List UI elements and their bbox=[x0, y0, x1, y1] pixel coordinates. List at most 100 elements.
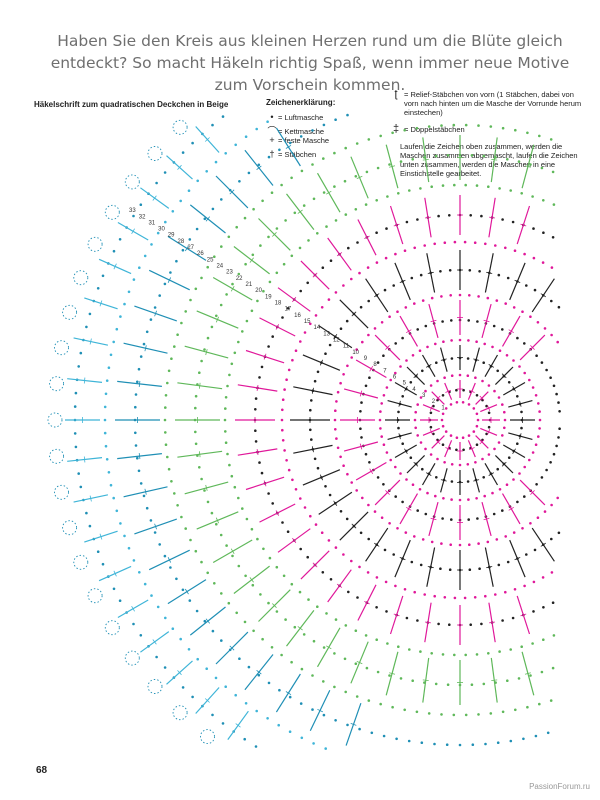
chain-dot bbox=[401, 500, 404, 504]
chain-dot bbox=[219, 533, 223, 537]
chain-dot bbox=[444, 430, 448, 433]
chain-dot bbox=[467, 434, 471, 437]
treble-bar bbox=[144, 488, 147, 495]
legend-item-chain: • = Luftmasche bbox=[266, 113, 376, 123]
chain-dot bbox=[346, 364, 349, 368]
chain-dot bbox=[307, 598, 310, 601]
treble-bar bbox=[389, 672, 396, 675]
chain-dot bbox=[359, 427, 362, 431]
treble-bar bbox=[440, 358, 447, 361]
chain-dot bbox=[551, 601, 555, 604]
chain-dot bbox=[256, 299, 259, 303]
chain-dot bbox=[333, 652, 336, 655]
chain-dot bbox=[358, 727, 361, 731]
chain-dot bbox=[112, 587, 116, 591]
chain-dot bbox=[473, 596, 477, 599]
chain-dot bbox=[230, 474, 234, 478]
chain-dot bbox=[132, 278, 136, 281]
chain-dot bbox=[335, 437, 338, 440]
chain-dot bbox=[254, 397, 258, 400]
chart-title: Häkelschrift zum quadratischen Deckchen … bbox=[34, 100, 229, 109]
chain-dot bbox=[211, 207, 215, 211]
chain-dot bbox=[237, 564, 241, 568]
chain-dot bbox=[322, 157, 325, 160]
treble-bar bbox=[199, 382, 201, 389]
chain-dot bbox=[556, 496, 559, 500]
chain-dot bbox=[557, 531, 561, 535]
chain-dot bbox=[254, 408, 257, 411]
treble-bar bbox=[405, 329, 412, 334]
chain-dot bbox=[440, 124, 443, 127]
chain-dot bbox=[258, 461, 261, 464]
chain-dot bbox=[501, 328, 504, 331]
chain-dot bbox=[468, 294, 471, 297]
chain-dot bbox=[552, 634, 556, 637]
treble-bar bbox=[405, 506, 412, 511]
round-number: 8 bbox=[373, 362, 377, 368]
chain-dot bbox=[540, 670, 544, 674]
chain-dot bbox=[441, 184, 445, 187]
chain-dot bbox=[194, 549, 198, 553]
note-explanation: Laufen die Zeichen oben zusammen, werden… bbox=[400, 142, 578, 178]
chain-dot bbox=[188, 599, 192, 602]
chain-dot bbox=[506, 158, 509, 161]
chain-dot bbox=[220, 198, 223, 201]
chain-dot bbox=[109, 353, 113, 357]
chain-dot bbox=[491, 491, 494, 495]
chain-dot bbox=[517, 160, 521, 163]
chain-dot bbox=[376, 166, 380, 170]
chain-dot bbox=[415, 126, 419, 130]
chain-dot bbox=[367, 503, 370, 507]
round-number: 16 bbox=[294, 313, 301, 319]
treble-bar bbox=[512, 385, 516, 392]
chain-dot bbox=[350, 356, 354, 359]
round-number: 6 bbox=[393, 375, 397, 381]
chain-dot bbox=[505, 354, 509, 357]
chain-dot bbox=[163, 554, 167, 558]
chain-dot bbox=[132, 559, 136, 562]
chain-dot bbox=[241, 507, 244, 510]
chain-dot bbox=[250, 309, 254, 313]
treble-icon: † bbox=[269, 149, 275, 159]
chain-dot bbox=[270, 646, 274, 649]
treble-bar bbox=[393, 613, 400, 617]
chain-dot bbox=[139, 482, 143, 485]
chain-dot bbox=[416, 434, 420, 437]
chain-dot bbox=[286, 530, 290, 533]
chain-dot bbox=[485, 404, 488, 408]
chain-dot bbox=[411, 354, 415, 357]
chain-dot bbox=[267, 492, 270, 495]
chain-dot bbox=[455, 388, 458, 392]
border-scallop bbox=[73, 270, 89, 286]
chain-dot bbox=[342, 373, 345, 376]
chain-dot bbox=[550, 571, 554, 574]
chain-dot bbox=[489, 712, 493, 715]
chain-dot bbox=[458, 338, 462, 342]
chain-dot bbox=[391, 705, 394, 709]
treble-bar bbox=[154, 523, 157, 530]
chain-dot bbox=[550, 537, 553, 541]
chain-dot bbox=[250, 527, 254, 531]
treble-bar bbox=[524, 672, 531, 675]
chain-dot bbox=[394, 371, 397, 375]
chain-dot bbox=[200, 560, 203, 564]
chain-dot bbox=[189, 538, 192, 542]
treble-bar bbox=[230, 285, 235, 292]
chain-dot bbox=[334, 546, 338, 549]
chain-dot bbox=[104, 444, 108, 448]
chain-dot bbox=[485, 432, 488, 436]
chain-dot bbox=[316, 605, 319, 608]
chain-dot bbox=[512, 531, 516, 534]
treble-bar bbox=[364, 600, 370, 605]
chain-dot bbox=[164, 431, 167, 434]
chain-dot bbox=[535, 354, 538, 357]
chain-dot bbox=[471, 743, 475, 746]
chain-dot bbox=[433, 742, 436, 746]
treble-bar bbox=[389, 165, 396, 168]
chain-dot bbox=[380, 321, 384, 324]
chain-dot bbox=[354, 629, 358, 632]
treble-bar bbox=[519, 433, 522, 440]
chain-dot bbox=[311, 129, 314, 132]
round-number: 10 bbox=[352, 350, 359, 356]
chain-dot bbox=[520, 645, 523, 648]
